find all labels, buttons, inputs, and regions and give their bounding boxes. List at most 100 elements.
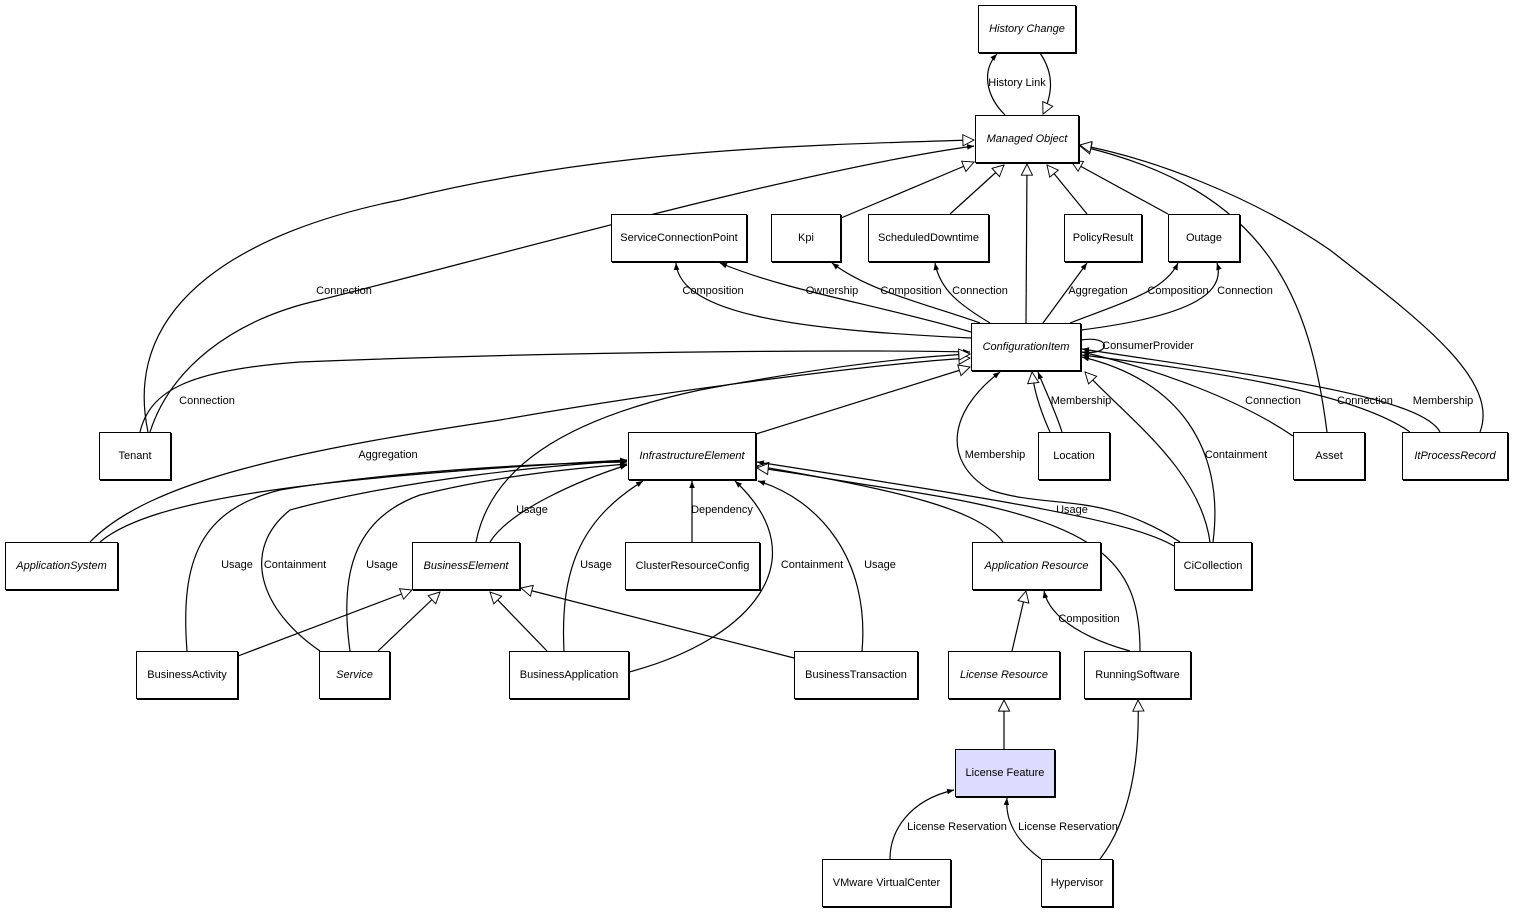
edge-label: Connection bbox=[1245, 395, 1301, 407]
edge-label: Connection bbox=[179, 395, 235, 407]
edge-vmware-virtual-center-to-license-feature-association bbox=[889, 788, 955, 860]
edge-location-to-configuration-item-association bbox=[1037, 371, 1063, 433]
edge-label: Usage bbox=[1056, 504, 1088, 516]
edge-running-software-to-application-resource-association bbox=[1042, 590, 1131, 652]
edge-label: Usage bbox=[366, 559, 398, 571]
edge-running-software-to-infrastructure-element-inheritance bbox=[757, 468, 1141, 652]
edge-configuration-item-to-outage-association bbox=[1069, 262, 1179, 324]
edge-kpi-to-managed-object-inheritance bbox=[840, 162, 974, 219]
class-node-ci-collection[interactable]: CiCollection bbox=[1174, 542, 1252, 590]
edge-asset-to-managed-object-inheritance bbox=[1080, 146, 1328, 433]
edge-business-activity-to-business-element-inheritance bbox=[237, 590, 412, 657]
class-node-location[interactable]: Location bbox=[1038, 432, 1110, 480]
class-node-application-system[interactable]: ApplicationSystem bbox=[5, 542, 118, 590]
edge-label: Containment bbox=[780, 559, 844, 571]
edge-business-activity-to-infrastructure-element-association bbox=[185, 459, 628, 652]
class-node-label: History Change bbox=[989, 23, 1065, 35]
edge-label: Connection bbox=[316, 285, 372, 297]
class-node-business-element[interactable]: BusinessElement bbox=[412, 542, 520, 590]
edge-hypervisor-to-running-software-inheritance bbox=[1099, 700, 1138, 860]
edge-ci-collection-to-configuration-item-association bbox=[956, 371, 1181, 543]
class-node-label: InfrastructureElement bbox=[639, 450, 745, 462]
class-node-running-software[interactable]: RunningSoftware bbox=[1084, 651, 1191, 699]
class-node-license-resource[interactable]: License Resource bbox=[948, 651, 1060, 699]
edge-outage-to-managed-object-inheritance bbox=[1071, 160, 1169, 215]
edge-scheduled-downtime-to-managed-object-inheritance bbox=[949, 165, 1004, 215]
edge-label: Usage bbox=[516, 504, 548, 516]
edge-label: Membership bbox=[1050, 395, 1112, 407]
class-node-vmware-virtual-center[interactable]: VMware VirtualCenter bbox=[822, 859, 951, 907]
class-node-kpi[interactable]: Kpi bbox=[771, 214, 841, 262]
edge-managed-object-to-history-change-association bbox=[986, 53, 1006, 116]
class-node-business-activity[interactable]: BusinessActivity bbox=[136, 651, 238, 699]
edge-hypervisor-to-license-feature-association bbox=[1003, 797, 1042, 860]
edge-configuration-item-to-policy-result-association bbox=[1042, 262, 1088, 324]
class-node-label: VMware VirtualCenter bbox=[832, 877, 941, 889]
edge-label: Dependency bbox=[691, 504, 753, 516]
class-node-infrastructure-element[interactable]: InfrastructureElement bbox=[628, 432, 756, 480]
edge-ci-collection-to-configuration-item-association bbox=[1081, 355, 1216, 543]
edge-label: Usage bbox=[221, 559, 253, 571]
edge-location-to-configuration-item-inheritance bbox=[1032, 372, 1051, 433]
class-node-history-change[interactable]: History Change bbox=[978, 5, 1076, 53]
edge-configuration-item-to-configuration-item-association bbox=[1080, 338, 1105, 356]
class-node-label: ConfigurationItem bbox=[982, 341, 1070, 353]
class-node-label: Tenant bbox=[118, 450, 152, 462]
class-node-label: Location bbox=[1053, 450, 1095, 462]
edge-label: Connection bbox=[1217, 285, 1273, 297]
class-node-business-application[interactable]: BusinessApplication bbox=[509, 651, 629, 699]
edge-label: License Reservation bbox=[1018, 821, 1118, 833]
edge-label: History Link bbox=[988, 77, 1046, 89]
edge-label: Containment bbox=[1204, 449, 1268, 461]
edge-label: Usage bbox=[580, 559, 612, 571]
edge-it-process-record-to-configuration-item-association bbox=[1081, 353, 1411, 433]
edge-tenant-to-managed-object-inheritance bbox=[143, 140, 974, 433]
class-node-outage[interactable]: Outage bbox=[1168, 214, 1240, 262]
edge-configuration-item-to-scheduled-downtime-association bbox=[933, 262, 991, 324]
edge-label: Usage bbox=[864, 559, 896, 571]
class-node-tenant[interactable]: Tenant bbox=[99, 432, 171, 480]
class-node-license-feature[interactable]: License Feature bbox=[955, 749, 1055, 797]
edge-label: Composition bbox=[1058, 613, 1120, 625]
edge-business-element-to-infrastructure-element-association bbox=[489, 464, 628, 543]
class-node-label: ServiceConnectionPoint bbox=[620, 232, 738, 244]
edge-label: Aggregation bbox=[1068, 285, 1128, 297]
edge-business-transaction-to-infrastructure-element-association bbox=[757, 480, 864, 652]
edge-label: ConsumerProvider bbox=[1102, 340, 1194, 352]
edge-application-resource-to-infrastructure-element-inheritance bbox=[757, 466, 1004, 543]
edge-business-application-to-infrastructure-element-association bbox=[628, 480, 774, 673]
edge-service-to-infrastructure-element-association bbox=[346, 461, 628, 652]
edge-tenant-to-configuration-item-association bbox=[139, 349, 971, 433]
class-node-scheduled-downtime[interactable]: ScheduledDowntime bbox=[868, 214, 989, 262]
class-node-application-resource[interactable]: Application Resource bbox=[972, 542, 1101, 590]
edge-label: Connection bbox=[952, 285, 1008, 297]
class-node-business-transaction[interactable]: BusinessTransaction bbox=[794, 651, 918, 699]
edge-application-system-to-infrastructure-element-association bbox=[99, 457, 628, 543]
class-node-asset[interactable]: Asset bbox=[1293, 432, 1365, 480]
edge-business-transaction-to-business-element-inheritance bbox=[521, 588, 795, 659]
class-node-it-process-record[interactable]: ItProcessRecord bbox=[1402, 432, 1508, 480]
edge-label: Composition bbox=[1147, 285, 1209, 297]
class-node-label: PolicyResult bbox=[1072, 232, 1134, 244]
edge-business-element-to-configuration-item-inheritance bbox=[475, 354, 970, 543]
class-node-service[interactable]: Service bbox=[319, 651, 390, 699]
class-node-label: BusinessApplication bbox=[519, 669, 619, 681]
class-node-label: Managed Object bbox=[986, 133, 1068, 145]
class-node-managed-object[interactable]: Managed Object bbox=[975, 115, 1079, 163]
class-node-configuration-item[interactable]: ConfigurationItem bbox=[971, 323, 1081, 371]
class-node-label: Hypervisor bbox=[1050, 877, 1104, 889]
class-node-service-connection-point[interactable]: ServiceConnectionPoint bbox=[611, 214, 747, 262]
class-node-label: Asset bbox=[1315, 450, 1343, 462]
edge-policy-result-to-managed-object-inheritance bbox=[1047, 165, 1088, 215]
class-node-hypervisor[interactable]: Hypervisor bbox=[1041, 859, 1113, 907]
class-node-policy-result[interactable]: PolicyResult bbox=[1064, 214, 1142, 262]
edge-configuration-item-to-service-connection-point-association bbox=[673, 262, 972, 339]
class-node-label: ScheduledDowntime bbox=[878, 232, 979, 244]
class-node-label: License Feature bbox=[965, 767, 1045, 779]
class-node-cluster-resource-config[interactable]: ClusterResourceConfig bbox=[625, 542, 760, 590]
edge-label: Membership bbox=[964, 449, 1026, 461]
edge-configuration-item-to-managed-object-inheritance bbox=[1026, 164, 1027, 324]
edge-label: Connection bbox=[1337, 395, 1393, 407]
class-node-label: BusinessTransaction bbox=[805, 669, 907, 681]
